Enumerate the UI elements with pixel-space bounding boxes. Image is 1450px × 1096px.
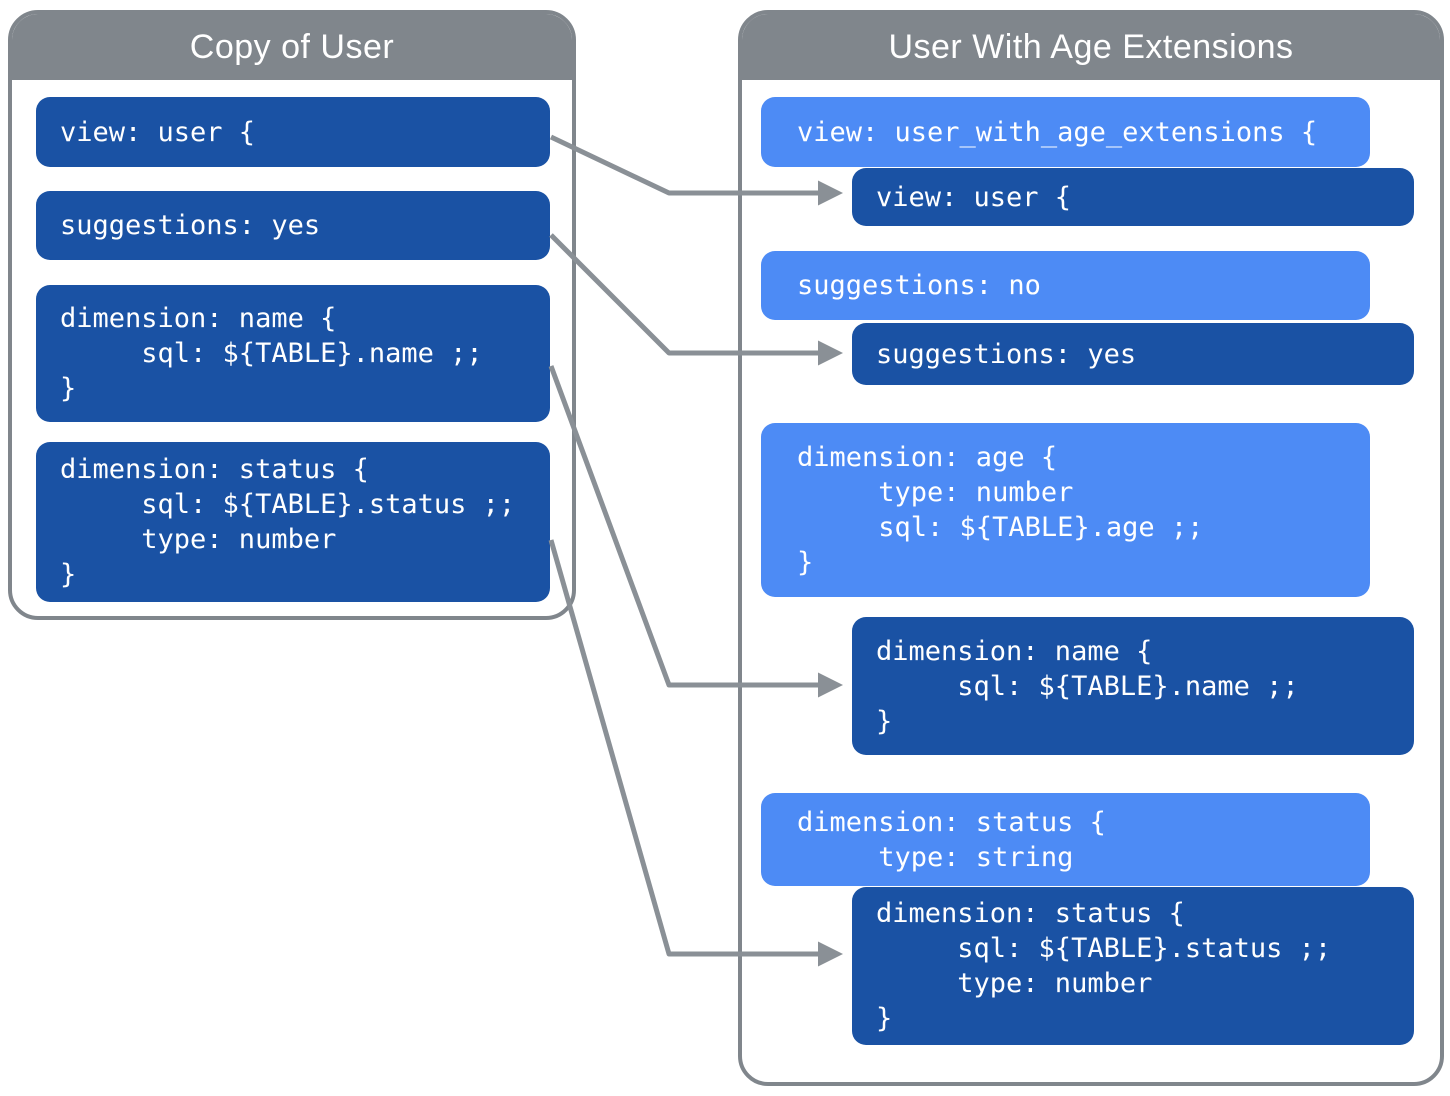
code-block-view-user-inherited: view: user { xyxy=(852,168,1414,226)
code-block-dimension-status-override: dimension: status { type: string xyxy=(761,793,1370,886)
code-block-suggestions-yes: suggestions: yes xyxy=(36,191,550,260)
panel-user-with-age-extensions-title: User With Age Extensions xyxy=(888,27,1294,66)
code-block-view-user: view: user { xyxy=(36,97,550,167)
panel-user-with-age-extensions-header: User With Age Extensions xyxy=(742,14,1440,80)
panel-copy-of-user-header: Copy of User xyxy=(12,14,572,80)
code-block-dimension-name: dimension: name { sql: ${TABLE}.name ;; … xyxy=(36,285,550,422)
code-block-dimension-status: dimension: status { sql: ${TABLE}.status… xyxy=(36,442,550,602)
code-block-view-user-with-age-extensions: view: user_with_age_extensions { xyxy=(761,97,1370,167)
code-block-dimension-name-inherited: dimension: name { sql: ${TABLE}.name ;; … xyxy=(852,617,1414,755)
code-block-dimension-status-inherited: dimension: status { sql: ${TABLE}.status… xyxy=(852,887,1414,1045)
code-block-dimension-age: dimension: age { type: number sql: ${TAB… xyxy=(761,423,1370,597)
code-block-suggestions-yes-inherited: suggestions: yes xyxy=(852,323,1414,385)
code-block-suggestions-no: suggestions: no xyxy=(761,251,1370,320)
panel-copy-of-user-title: Copy of User xyxy=(189,27,395,66)
